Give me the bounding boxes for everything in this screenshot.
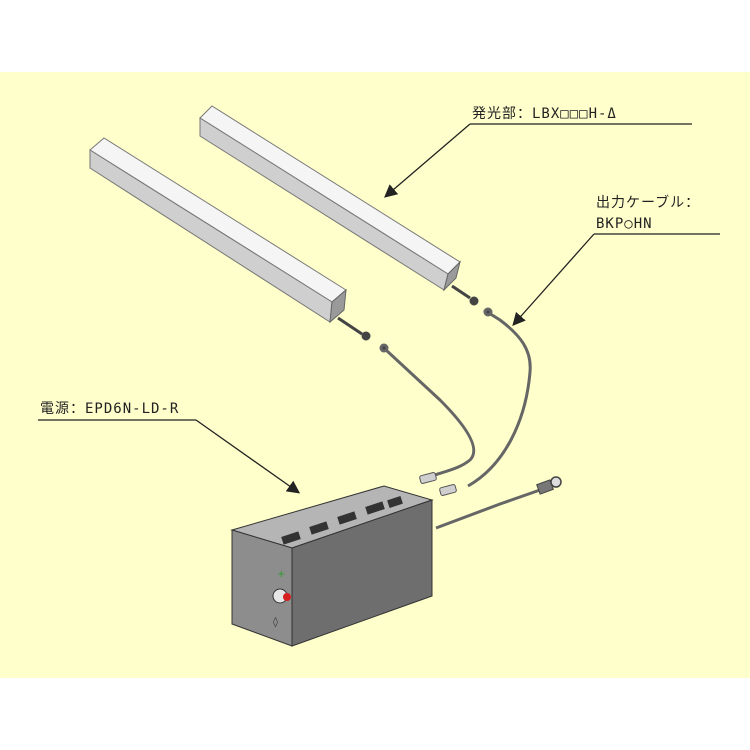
cable-label-title: 出力ケーブル： [596, 195, 701, 211]
output-cables [379, 307, 532, 488]
dial-icon: + ◊ [272, 569, 291, 628]
svg-text:◊: ◊ [273, 616, 278, 628]
emitter-bar-back [199, 105, 461, 292]
power-label: 電源：EPD6N-LD-R [40, 401, 180, 417]
power-supply-box: + ◊ [230, 485, 434, 647]
svg-text:+: + [277, 569, 285, 580]
cable-label-model: BKP○HN [596, 216, 653, 232]
leader-lines [38, 123, 720, 494]
cable-plugs [419, 472, 457, 496]
box-vents [281, 496, 403, 545]
emitter-label: 発光部：LBX□□□H-Δ [472, 106, 617, 122]
emitter-bar-front [89, 137, 347, 324]
bar-connectors [337, 284, 479, 341]
power-cord [435, 476, 562, 530]
